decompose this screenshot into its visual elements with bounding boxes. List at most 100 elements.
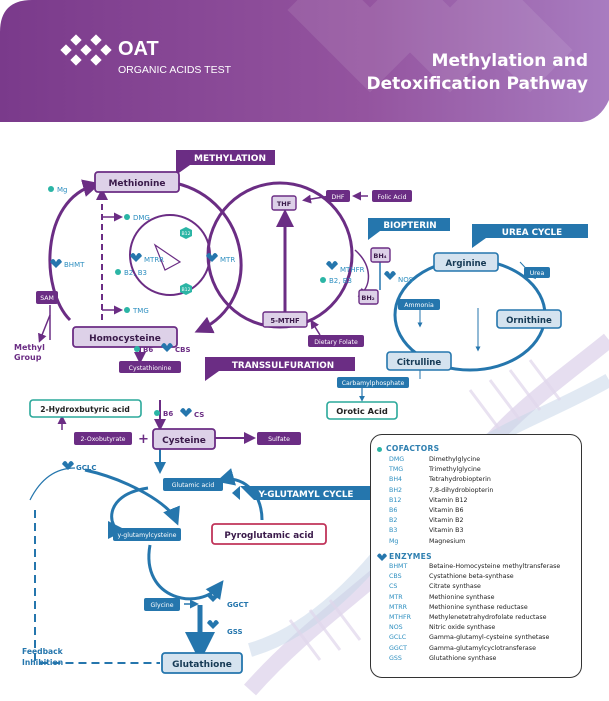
oxobutyrate-label: 2-Oxobutyrate bbox=[74, 432, 132, 445]
svg-text:Ornithine: Ornithine bbox=[506, 316, 552, 326]
dmg-cofactor: DMG bbox=[124, 214, 150, 222]
svg-text:TRANSSULFURATION: TRANSSULFURATION bbox=[232, 361, 334, 371]
legend-abbr: TMG bbox=[389, 466, 404, 474]
svg-text:Orotic Acid: Orotic Acid bbox=[336, 406, 388, 416]
dhf-label: DHF bbox=[326, 190, 350, 202]
mtr-enzyme: MTR bbox=[206, 253, 235, 264]
svg-text:MTR: MTR bbox=[220, 256, 235, 264]
b12-badge-bottom: B12 bbox=[180, 283, 192, 295]
legend-definition: Betaine-Homocysteine methyltransferase bbox=[429, 563, 561, 570]
svg-text:GGCT: GGCT bbox=[227, 601, 249, 609]
b2b3-cofactor-left: B2, B3 bbox=[115, 269, 147, 277]
mg-cofactor: Mg bbox=[48, 186, 67, 194]
homocysteine-node: Homocysteine bbox=[72, 326, 178, 348]
svg-text:Y-GLUTAMYL CYCLE: Y-GLUTAMYL CYCLE bbox=[258, 490, 354, 500]
svg-text:Citrulline: Citrulline bbox=[397, 358, 442, 368]
mthfr-enzyme: MTHFR bbox=[326, 261, 365, 274]
thf-node: THF bbox=[271, 195, 297, 211]
pyroglutamic-acid-node: Pyroglutamic acid bbox=[211, 523, 327, 545]
legend-definition: Methionine synthase bbox=[429, 593, 495, 601]
feedback-label-2: Inhibition bbox=[22, 658, 63, 667]
legend-definition: Trimethylglycine bbox=[429, 466, 481, 474]
gclc-enzyme: GCLC bbox=[62, 461, 96, 472]
legend-definition: Vitamin B6 bbox=[429, 507, 464, 514]
glutamic-acid-label: Glutamic acid bbox=[163, 478, 223, 491]
svg-text:2-Hydroxbutyric acid: 2-Hydroxbutyric acid bbox=[40, 405, 130, 414]
enzyme-legend-icon bbox=[377, 553, 387, 561]
svg-text:Mg: Mg bbox=[57, 186, 67, 194]
logo-long: ORGANIC ACIDS TEST bbox=[118, 64, 232, 76]
svg-text:Cystathionine: Cystathionine bbox=[129, 365, 172, 372]
svg-text:Cysteine: Cysteine bbox=[162, 436, 206, 446]
enzyme-icon bbox=[207, 593, 219, 602]
nos-enzyme: NOS bbox=[384, 271, 414, 284]
sulfate-label: Sulfate bbox=[257, 432, 301, 445]
tmg-cofactor: TMG bbox=[124, 307, 149, 315]
urea-label: Urea bbox=[524, 267, 550, 278]
enzyme-icon bbox=[50, 259, 62, 268]
legend-abbr: MTR bbox=[389, 593, 403, 601]
enzyme-icon bbox=[161, 343, 173, 352]
legend-definition: Dimethylglycine bbox=[429, 456, 481, 463]
legend-row: TMG Trimethylglycine bbox=[389, 466, 581, 476]
cofactors-title: COFACTORS bbox=[386, 444, 440, 453]
citrulline-node: Citrulline bbox=[386, 351, 452, 371]
legend-definition: Vitamin B12 bbox=[429, 496, 468, 504]
legend-definition: Cystathione beta-synthase bbox=[429, 573, 514, 581]
svg-text:DHF: DHF bbox=[332, 194, 345, 201]
title-line-2: Detoxification Pathway bbox=[367, 74, 588, 94]
legend-abbr: NOS bbox=[389, 624, 403, 632]
transsulfuration-banner: TRANSSULFURATION bbox=[205, 357, 355, 381]
header-banner: OAT ORGANIC ACIDS TEST Methylation and D… bbox=[0, 0, 609, 125]
svg-text:BH₂: BH₂ bbox=[361, 294, 374, 302]
svg-text:B6: B6 bbox=[143, 346, 153, 354]
b6-cofactor-cbs: B6 bbox=[134, 346, 153, 354]
glutathione-node: Glutathione bbox=[161, 652, 243, 674]
legend-abbr: B3 bbox=[389, 527, 398, 535]
svg-text:Urea: Urea bbox=[530, 270, 545, 277]
legend-row: MTR Methionine synthase bbox=[389, 594, 581, 604]
enzyme-icon bbox=[326, 261, 338, 270]
legend-abbr: GCLC bbox=[389, 634, 407, 642]
enzyme-icon bbox=[384, 271, 396, 280]
legend-abbr: MTRR bbox=[389, 603, 408, 611]
legend-abbr: DMG bbox=[389, 456, 405, 463]
b2b3-cofactor-right: B2, B3 bbox=[320, 277, 352, 285]
svg-text:Folic Acid: Folic Acid bbox=[377, 194, 406, 201]
svg-text:METHYLATION: METHYLATION bbox=[194, 154, 266, 164]
legend-definition: Vitamin B3 bbox=[429, 527, 464, 535]
svg-text:Glutathione: Glutathione bbox=[172, 660, 232, 670]
legend-definition: Gamma-glutamylcyclotransferase bbox=[429, 644, 536, 652]
svg-text:THF: THF bbox=[277, 200, 291, 208]
svg-text:B6: B6 bbox=[163, 410, 173, 418]
b12-badge-top: B12 bbox=[180, 227, 192, 239]
svg-text:B2, B3: B2, B3 bbox=[124, 269, 147, 277]
svg-text:Dietary Folate: Dietary Folate bbox=[314, 339, 358, 346]
gss-enzyme: GSS bbox=[207, 620, 243, 636]
svg-text:BHMT: BHMT bbox=[64, 261, 85, 269]
sam-label: SAM bbox=[36, 291, 58, 304]
svg-text:Glutamic acid: Glutamic acid bbox=[172, 482, 215, 489]
legend-abbr: BH2 bbox=[389, 486, 403, 494]
svg-text:Pyroglutamic acid: Pyroglutamic acid bbox=[224, 531, 313, 541]
svg-text:Ammonia: Ammonia bbox=[404, 302, 434, 309]
enzyme-icon bbox=[207, 620, 219, 629]
legend-abbr: Mg bbox=[389, 537, 399, 545]
glutamylcysteine-label: y-glutamylcysteine bbox=[113, 528, 181, 541]
carbamylphosphate-label: Carbamylphosphate bbox=[337, 377, 409, 388]
svg-text:Homocysteine: Homocysteine bbox=[89, 334, 161, 344]
bh4-node: BH₄ bbox=[370, 247, 391, 263]
methionine-node: Methionine bbox=[94, 171, 180, 193]
svg-text:GCLC: GCLC bbox=[76, 464, 96, 472]
enzyme-icon bbox=[206, 253, 218, 262]
